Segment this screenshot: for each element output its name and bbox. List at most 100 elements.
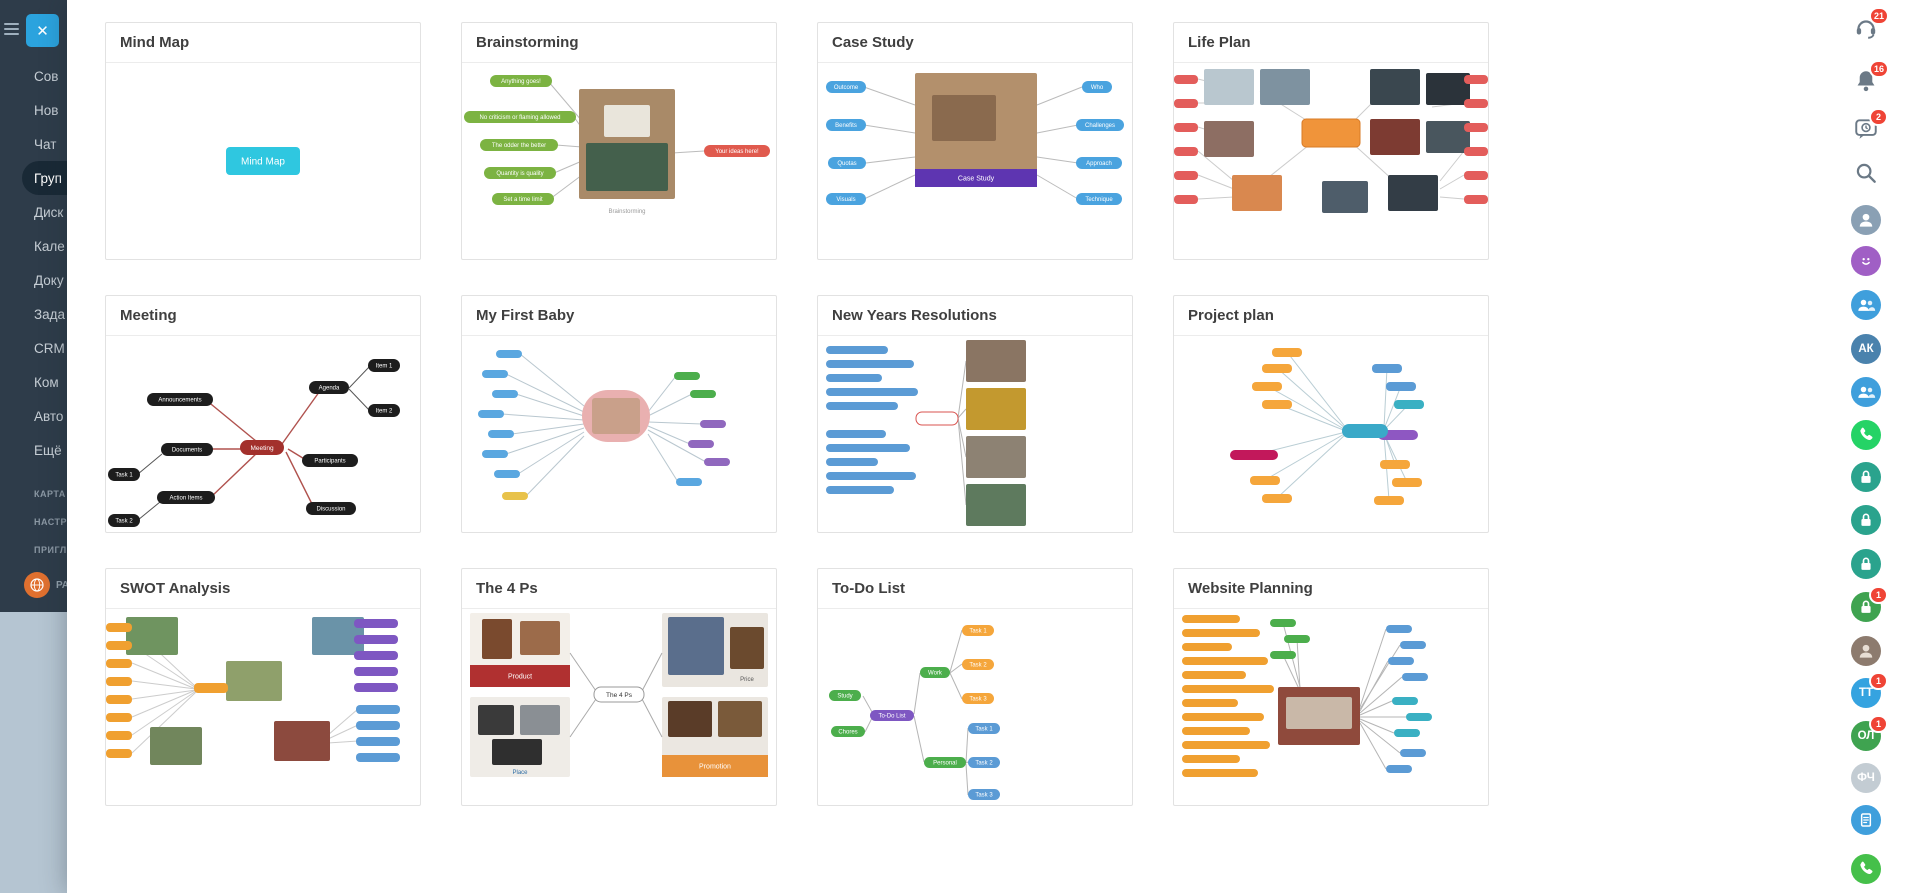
notification-badge: 16: [1869, 60, 1890, 78]
svg-text:Item 2: Item 2: [376, 409, 393, 415]
support-icon[interactable]: 21: [1851, 7, 1890, 43]
card-title: My First Baby: [476, 307, 575, 324]
sidebar-item[interactable]: Диск: [0, 195, 67, 229]
user-avatar-fch[interactable]: ФЧ: [1851, 763, 1881, 793]
svg-text:Who: Who: [1091, 85, 1104, 91]
sidebar-section-item[interactable]: НАСТР: [34, 517, 67, 527]
whatsapp-avatar[interactable]: [1851, 420, 1881, 450]
card-preview-svg: [1174, 69, 1488, 213]
lock-glyph: [1861, 470, 1871, 483]
sidebar-background: [0, 0, 67, 612]
group-chat-avatar-1[interactable]: [1851, 290, 1881, 320]
svg-text:Task 1: Task 1: [969, 629, 987, 635]
messenger-avatar[interactable]: [1851, 246, 1881, 276]
template-card[interactable]: My First Baby: [461, 295, 777, 533]
sidebar-item-label: Чат: [34, 136, 57, 152]
avatar-initials: ФЧ: [1857, 772, 1875, 784]
sidebar-item[interactable]: Чат: [0, 127, 67, 161]
chat-clock-glyph: [1855, 119, 1877, 139]
menu-toggle-icon[interactable]: [4, 23, 19, 38]
card-header: Meeting: [106, 296, 420, 336]
svg-text:Meeting: Meeting: [250, 445, 274, 452]
group-chat-avatar-2[interactable]: [1851, 377, 1881, 407]
sidebar-item[interactable]: Кале: [0, 229, 67, 263]
card-header: Brainstorming: [462, 23, 776, 63]
close-menu-button[interactable]: ✕: [26, 14, 59, 47]
sidebar-item[interactable]: Нов: [0, 93, 67, 127]
files-icon[interactable]: [1851, 805, 1881, 835]
template-card[interactable]: Project plan: [1173, 295, 1489, 533]
svg-text:Item 1: Item 1: [376, 364, 393, 370]
photo-avatar[interactable]: [1851, 636, 1881, 666]
notifications-icon[interactable]: 16: [1851, 60, 1890, 96]
sidebar-item[interactable]: CRM: [0, 331, 67, 365]
card-preview-svg: Anything goes!No criticism or flaming al…: [464, 75, 770, 215]
workspace-item[interactable]: РА: [24, 572, 67, 598]
sidebar-item[interactable]: Доку: [0, 263, 67, 297]
svg-text:The 4 Ps: The 4 Ps: [606, 692, 633, 699]
card-header: Case Study: [818, 23, 1132, 63]
sidebar-section-item[interactable]: КАРТА: [34, 489, 66, 499]
card-header: Life Plan: [1174, 23, 1488, 63]
card-title: SWOT Analysis: [120, 580, 231, 597]
sidebar-item[interactable]: Сов: [0, 59, 67, 93]
template-card[interactable]: SWOT Analysis: [105, 568, 421, 806]
template-card[interactable]: Life Plan: [1173, 22, 1489, 260]
user-avatar-ak[interactable]: АК: [1851, 334, 1881, 364]
notification-badge: 2: [1869, 108, 1888, 126]
svg-text:Case Study: Case Study: [958, 176, 995, 183]
sidebar-item-label: Кале: [34, 238, 65, 254]
user-avatar[interactable]: [1851, 205, 1881, 235]
card-header: To-Do List: [818, 569, 1132, 609]
call-button[interactable]: [1851, 854, 1881, 884]
sidebar-item-label: Нов: [34, 102, 59, 118]
card-title: Project plan: [1188, 307, 1274, 324]
phone-glyph: [1860, 427, 1873, 441]
svg-text:Task 1: Task 1: [975, 727, 993, 733]
avatar-initials: ТТ: [1858, 687, 1874, 699]
globe-icon: [24, 572, 50, 598]
sidebar-item-label: Авто: [34, 408, 64, 424]
sidebar-section-item[interactable]: ПРИГЛ: [34, 545, 67, 555]
template-card[interactable]: New Years Resolutions: [817, 295, 1133, 533]
card-header: The 4 Ps: [462, 569, 776, 609]
svg-text:Approach: Approach: [1086, 161, 1112, 167]
private-chat-avatar-2[interactable]: [1851, 505, 1881, 535]
card-preview-svg: [826, 340, 1026, 526]
svg-text:Personal: Personal: [933, 761, 957, 767]
avatar-initials: ОЛ: [1857, 730, 1875, 742]
avatar-initials: АК: [1858, 343, 1874, 355]
card-preview-svg: [106, 617, 400, 765]
card-preview: Anything goes!No criticism or flaming al…: [462, 63, 776, 259]
template-card[interactable]: Website Planning: [1173, 568, 1489, 806]
headset-glyph: [1856, 20, 1876, 39]
private-chat-avatar-3[interactable]: [1851, 549, 1881, 579]
private-chat-avatar-4[interactable]: 1: [1851, 586, 1888, 622]
sidebar-item[interactable]: Груп: [22, 161, 67, 195]
sidebar-item[interactable]: Зада: [0, 297, 67, 331]
card-header: Website Planning: [1174, 569, 1488, 609]
sidebar-item[interactable]: Ещё: [0, 433, 67, 467]
sidebar-item[interactable]: Авто: [0, 399, 67, 433]
card-preview: [1174, 336, 1488, 532]
card-title: Case Study: [832, 34, 914, 51]
recent-chats-icon[interactable]: 2: [1851, 108, 1888, 144]
card-preview-svg: Mind Map: [226, 147, 300, 175]
search-icon[interactable]: [1851, 158, 1881, 188]
private-chat-avatar-1[interactable]: [1851, 462, 1881, 492]
sidebar-item[interactable]: Ком: [0, 365, 67, 399]
card-preview: Mind Map: [106, 63, 420, 259]
